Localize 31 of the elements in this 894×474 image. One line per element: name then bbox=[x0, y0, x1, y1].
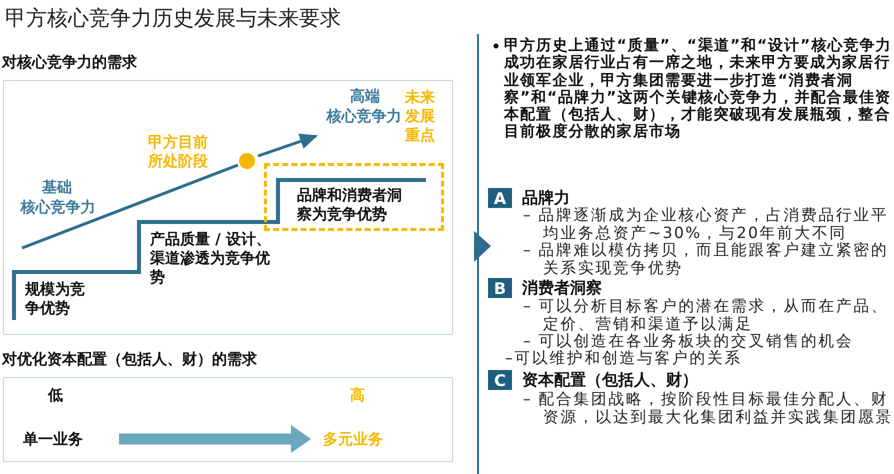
point-text: –可以维护和创造与客户的关系 bbox=[505, 350, 743, 368]
diagram-label: 高 bbox=[350, 386, 366, 405]
business-label: 多元业务 bbox=[311, 427, 403, 451]
letter-badge: C bbox=[488, 370, 512, 390]
section-heading: 对优化资本配置（包括人、财）的需求 bbox=[2, 350, 257, 369]
diagram-label: 高端 bbox=[349, 87, 381, 106]
point-text: – 品牌难以模仿拷贝，而且能跟客户建立紧密的关系实现竞争优势 bbox=[523, 242, 890, 277]
diagram-label: 产品质量 / 设计、渠道渗透为竞争优势 bbox=[150, 230, 272, 287]
business-label: 单一业务 bbox=[23, 427, 119, 451]
letter-badge: A bbox=[488, 188, 512, 208]
diagram-label: 规模为竞争优势 bbox=[25, 280, 86, 318]
topic-heading: 品牌力 bbox=[522, 188, 570, 208]
diagram-label: 核心竞争力 bbox=[325, 107, 402, 126]
focus-box bbox=[264, 163, 444, 231]
topic-heading: 消费者洞察 bbox=[522, 278, 602, 298]
section-heading: 对核心竞争力的需求 bbox=[2, 53, 137, 72]
point-text: – 可以分析目标客户的潜在需求，从而在产品、定价、营销和渠道予以满足 bbox=[523, 298, 890, 333]
point-text: – 可以创造在各业务板块的交叉销售的机会 bbox=[523, 333, 855, 350]
diagram-label: 核心竞争力 bbox=[19, 198, 96, 217]
diagram-label: 未来发展重点 bbox=[405, 88, 436, 145]
point-text: – 品牌逐渐成为企业核心资产，占消费品行业平均业务总资产~30%，与20年前大不同 bbox=[523, 207, 890, 242]
point-text: – 配合集团战略，按阶段性目标最佳分配人、财资源，以达到最大化集团利益并实践集团愿景 bbox=[523, 391, 894, 426]
page-title: 甲方核心竞争力历史发展与未来要求 bbox=[5, 5, 341, 32]
diagram-label: 低 bbox=[48, 386, 64, 405]
focus-text: 品牌和消费者洞察为竞争优势 bbox=[297, 186, 403, 224]
diagram-label: 基础 bbox=[41, 178, 73, 197]
summary-paragraph: 甲方历史上通过“质量”、“渠道”和“设计”核心竞争力成功在家居行业占有一席之地，未来甲方要成为家居行业领军企业，甲方集团需要进一步打造“消费者洞察”和“品牌力”这两个关键核心竞争力，并配合最佳资本配置（包括人、财），才能突破现有发展瓶颈，整合目前极度分散的家居市场 bbox=[504, 37, 893, 141]
diagram-label: 甲方目前所处阶段 bbox=[148, 133, 209, 171]
letter-badge: B bbox=[488, 278, 512, 298]
flow-arrow bbox=[119, 425, 311, 453]
topic-heading: 资本配置（包括人、财） bbox=[522, 370, 698, 390]
